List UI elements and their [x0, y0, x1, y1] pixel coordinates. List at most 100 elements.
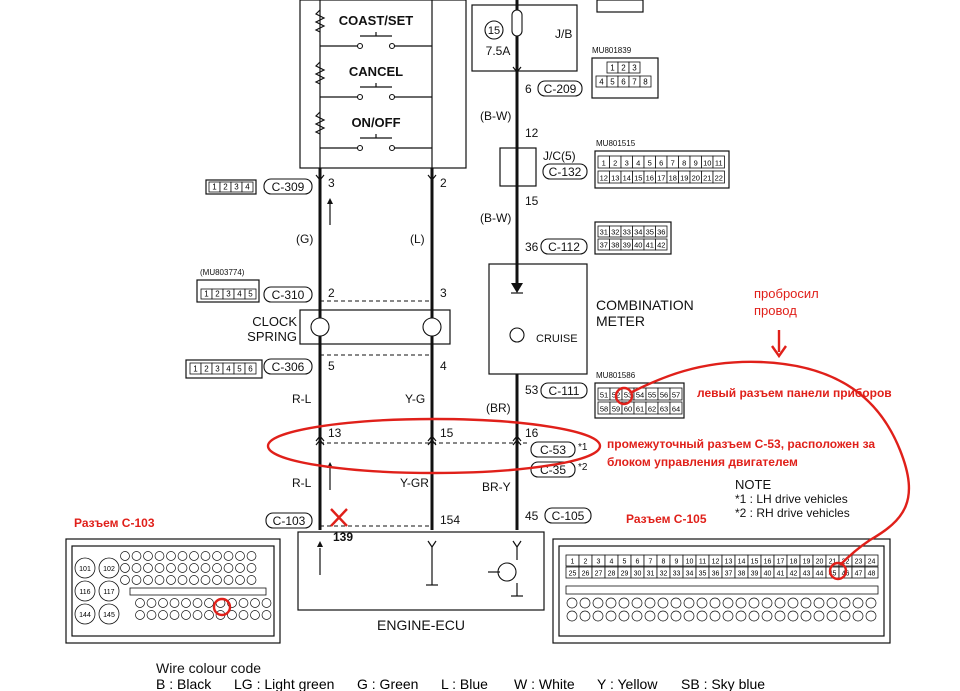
c105-small-pin	[566, 610, 578, 622]
c103-small-pin	[235, 563, 245, 573]
c309-pin-label: 1	[212, 183, 217, 192]
c105-small-pin	[839, 610, 851, 622]
c310-pin-label: 3	[226, 290, 231, 299]
fuse-number-circle	[484, 20, 504, 40]
c105-small-pin	[657, 597, 669, 609]
c209-pin-label: 3	[632, 64, 637, 73]
c103-small-pin	[238, 598, 249, 608]
c105-pin-label: 13	[725, 559, 733, 566]
pin-53: 53	[525, 383, 539, 397]
pin-3: 3	[328, 176, 335, 190]
c105-pin-label: 35	[699, 571, 707, 578]
connector-c209-label: C-209	[544, 82, 577, 96]
c105-small-pin	[644, 597, 656, 609]
c112-pin-label: 37	[600, 241, 608, 250]
c103-small-pin	[246, 575, 257, 585]
c132-pin-label: 15	[634, 174, 642, 183]
connector-c112-icon	[594, 221, 672, 255]
mu801839-label: MU801839	[592, 46, 632, 55]
annotation-intermediate-1: промежуточный разъем С-53, расположен за	[607, 437, 875, 451]
cruise-label: CRUISE	[536, 333, 578, 345]
c105-small-pin	[800, 597, 812, 609]
c105-small-pin	[579, 610, 591, 622]
connector-top-icon	[596, 0, 644, 13]
annotation-left-connector: левый разъем панели приборов	[697, 386, 892, 400]
connector-c111-icon	[594, 382, 685, 419]
clock-spring-box	[299, 309, 451, 345]
c103-small-pin	[154, 551, 165, 561]
legend-item: L : Blue	[441, 676, 488, 691]
switch-contacts	[320, 32, 432, 152]
c105-pin-label: 48	[868, 571, 876, 578]
wire-label-bry: BR-Y	[482, 480, 511, 494]
wire-label-bw-2: (B-W)	[480, 211, 511, 225]
c306-cell	[244, 362, 257, 375]
c132-pin-label: 3	[625, 159, 629, 168]
c111-pin-label: 64	[672, 405, 680, 414]
c112-pin-label: 40	[634, 241, 642, 250]
cruise-lamp-icon	[509, 327, 525, 343]
c105-small-pin	[631, 610, 643, 622]
wire-label-yg: Y-G	[405, 392, 425, 406]
annotation-circle-c103	[212, 597, 232, 617]
clock-spring-coil-right	[422, 317, 442, 337]
c103-small-pin	[250, 610, 260, 620]
c103-small-pin	[200, 575, 211, 585]
c111-pin-label: 57	[672, 391, 680, 400]
pin-36: 36	[525, 240, 539, 254]
c105-pin-label: 26	[582, 571, 590, 578]
c112-pin-label: 33	[623, 228, 631, 237]
c132-pin-label: 19	[680, 174, 688, 183]
connector-c103-icon	[65, 538, 281, 644]
junction-block-label: J/B	[555, 27, 572, 41]
connector-c309-icon	[205, 179, 257, 195]
c132-cell	[712, 155, 725, 169]
c103-small-pin	[212, 563, 222, 573]
c103-small-pin	[238, 610, 249, 620]
switch-cancel: CANCEL	[349, 64, 403, 79]
c105-small-pin	[696, 597, 708, 609]
fuse-number: 15	[488, 25, 500, 37]
c132-pin-label: 1	[602, 159, 606, 168]
annotation-cross	[330, 508, 348, 527]
c209-pin-label: 7	[632, 78, 637, 87]
c103-small-pin	[154, 563, 165, 573]
junction-block-box	[471, 4, 578, 72]
wire-label-rl-2: R-L	[292, 476, 312, 490]
c103-small-pin	[189, 575, 199, 585]
c105-pin-label: 11	[699, 559, 706, 566]
c105-pin-label: 24	[868, 559, 876, 566]
c103-small-pin	[131, 575, 142, 585]
c103-big-pin	[74, 557, 96, 579]
legend-item: W : White	[514, 676, 575, 691]
pin-15: 15	[525, 194, 539, 208]
resistor-2	[314, 61, 326, 85]
pin-3b: 3	[440, 286, 447, 300]
c105-pin-label: 45	[829, 571, 837, 578]
c103-small-pin	[120, 575, 130, 585]
wire-label-g: (G)	[296, 232, 313, 246]
c112-pin-label: 42	[657, 241, 665, 250]
pin-6: 6	[525, 82, 532, 96]
c105-pin-label: 3	[597, 559, 601, 566]
c132-pin-label: 4	[636, 159, 640, 168]
c105-small-pin	[761, 597, 773, 609]
c103-small-pin	[192, 610, 203, 620]
pin-2: 2	[440, 176, 447, 190]
c209-pin-label: 2	[621, 64, 626, 73]
combination-meter-box	[488, 263, 588, 375]
wire-label-ygr: Y-GR	[400, 476, 429, 490]
c105-small-pin	[566, 597, 578, 609]
c105-small-pin	[696, 610, 708, 622]
c105-pin-label: 14	[738, 559, 746, 566]
c105-pin-label: 39	[751, 571, 759, 578]
c105-small-pin	[722, 610, 734, 622]
legend-item: Y : Yellow	[597, 676, 658, 691]
c105-small-pin	[748, 610, 760, 622]
c132-pin-label: 16	[646, 174, 654, 183]
c306-pin-label: 3	[215, 365, 220, 374]
annotation-intermediate-2: блоком управления двигателем	[607, 455, 798, 469]
c105-small-pin	[592, 597, 604, 609]
c103-big-pin-label: 101	[79, 566, 91, 573]
